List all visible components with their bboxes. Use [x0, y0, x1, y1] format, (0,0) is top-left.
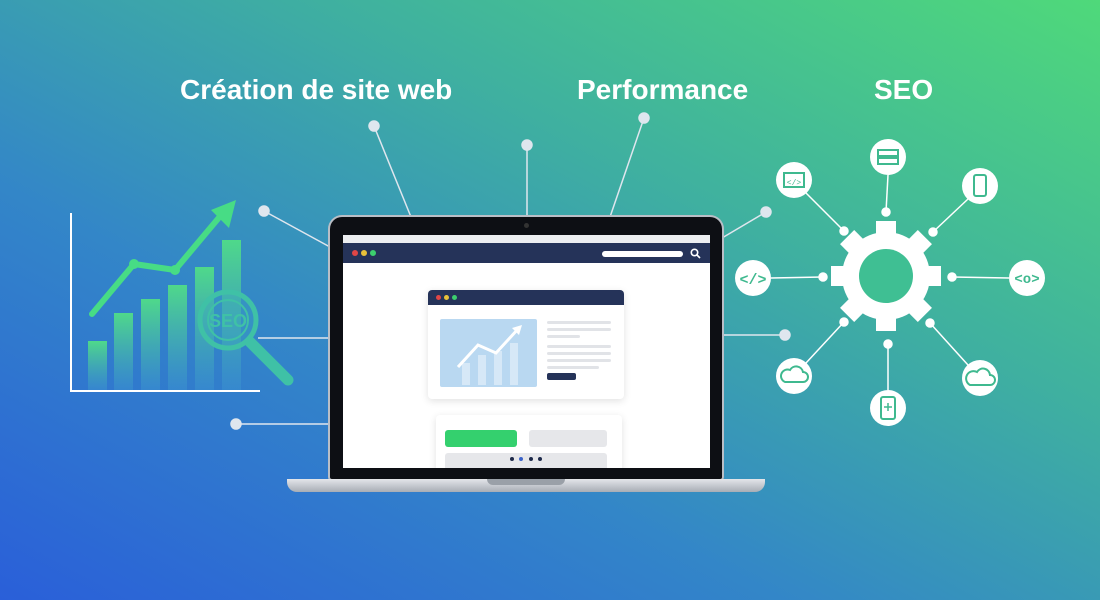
magnifier-seo-label: SEO — [209, 311, 247, 331]
title-seo: SEO — [874, 74, 934, 105]
svg-text:</>: </> — [787, 179, 802, 188]
seo-magnifier-icon: SEO — [197, 289, 294, 386]
secondary-button[interactable] — [529, 430, 607, 447]
carousel-dot[interactable] — [538, 457, 542, 461]
title-performance: Performance — [577, 74, 749, 105]
window-dot-green — [370, 250, 376, 256]
svg-text:</>: </> — [739, 272, 766, 289]
mobile-icon — [962, 168, 998, 204]
window-dot-red — [352, 250, 358, 256]
laptop-base — [287, 479, 765, 492]
carousel-dot[interactable] — [519, 457, 523, 461]
server-icon — [870, 139, 906, 175]
card-button[interactable] — [547, 373, 576, 380]
cloud-icon — [962, 360, 998, 396]
card-chart-image — [440, 319, 537, 387]
search-input[interactable] — [602, 251, 683, 257]
window-dot-yellow — [361, 250, 367, 256]
laptop-screen — [343, 235, 710, 468]
primary-button[interactable] — [445, 430, 517, 447]
title-website-creation: Création de site web — [180, 74, 453, 105]
carousel-panel — [445, 453, 607, 468]
chart-card — [428, 290, 624, 399]
carousel-dot[interactable] — [510, 457, 514, 461]
site-navbar — [343, 243, 710, 263]
carousel-dot[interactable] — [529, 457, 533, 461]
cloud-upload-icon — [776, 358, 812, 394]
search-icon[interactable] — [690, 248, 701, 259]
webcam — [524, 223, 529, 228]
laptop — [330, 217, 722, 479]
satellite-icons: </> </> <o> — [735, 139, 1045, 426]
browser-code-icon: </> — [776, 162, 812, 198]
embed-icon: <o> — [1009, 260, 1045, 296]
gear-icon — [831, 221, 941, 331]
svg-text:<o>: <o> — [1014, 272, 1039, 288]
action-card — [436, 415, 622, 468]
gear-network — [770, 174, 1010, 390]
code-icon: </> — [735, 260, 771, 296]
tablet-calculator-icon — [870, 390, 906, 426]
connector-lines — [230, 112, 791, 430]
